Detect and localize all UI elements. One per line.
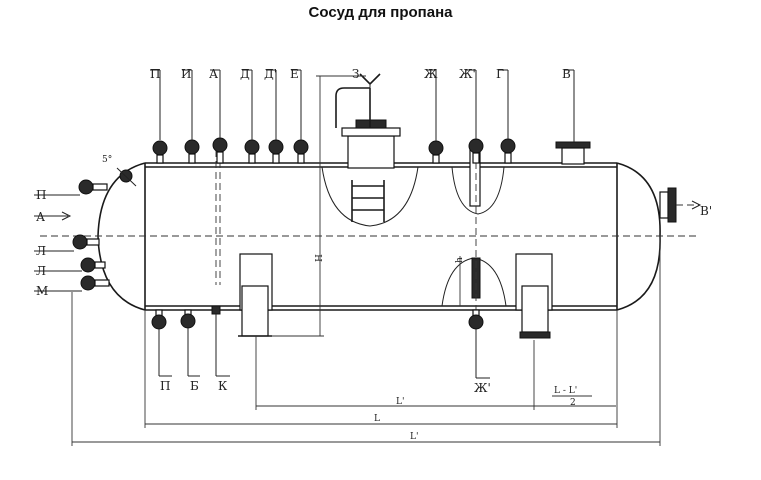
nozzle-top-zh1 (428, 140, 444, 164)
label-dim-lmain: L (374, 414, 380, 424)
left-leaders (34, 194, 82, 292)
label-top-zh2: Ж' (459, 67, 476, 81)
label-left-m: М (36, 284, 48, 298)
label-left-p: П (36, 188, 46, 202)
label-angle: 5° (102, 155, 112, 165)
label-top-zh1: Ж (424, 67, 438, 81)
nozzle-bot-b (180, 309, 196, 329)
label-top-i: И (181, 67, 191, 81)
saddle-support-left (238, 253, 273, 337)
diagram-title: Сосуд для пропана (308, 4, 453, 21)
label-bot-p: П (160, 379, 170, 393)
nozzle-top-p (152, 140, 168, 164)
nozzle-top-v (555, 141, 591, 165)
label-top-d2: Д' (264, 67, 277, 81)
label-height: H (315, 254, 325, 262)
label-left-l2: Л (36, 264, 46, 278)
nozzle-left-l1 (72, 234, 100, 250)
label-top-z: З (352, 67, 359, 81)
bottom-nozzles (151, 305, 484, 330)
labels: П И А Д Д' Е З Ж Ж' Г В П А Л Л М В' 5° … (36, 67, 712, 442)
label-dim-half-den: 2 (570, 398, 576, 408)
nozzle-top-a (212, 137, 228, 164)
label-bot-b: Б (190, 379, 199, 393)
ladder (351, 180, 385, 222)
vessel-body (97, 162, 661, 311)
saddle-support-right (515, 253, 553, 339)
level-gauge-section (441, 140, 507, 330)
label-bot-k: К (218, 379, 228, 393)
label-top-g: Г (496, 67, 504, 81)
label-left-l1: Л (36, 244, 46, 258)
nozzle-left-l2 (80, 257, 106, 273)
label-top-d1: Д (240, 67, 250, 81)
nozzle-left-m (80, 275, 110, 291)
nozzle-bot-p (151, 309, 167, 330)
label-top-v: В (562, 67, 571, 81)
top-nozzles (152, 137, 591, 165)
top-leaders (150, 69, 575, 142)
label-top-a: А (209, 67, 218, 81)
label-small-h: h (455, 257, 465, 263)
label-top-e: Е (290, 67, 299, 81)
nozzle-top-e (293, 139, 309, 164)
nozzle-bot-k (211, 305, 221, 315)
nozzle-top-g (500, 138, 516, 164)
nozzle-top-d2 (268, 139, 284, 164)
label-top-p: П (150, 67, 160, 81)
label-dim-ltotal: L' (410, 432, 418, 442)
angled-nozzle (116, 167, 137, 187)
nozzle-top-zh2 (468, 138, 484, 164)
nozzle-bot-zh (468, 309, 484, 330)
nozzle-top-d1 (244, 139, 260, 164)
nozzle-left-p (78, 179, 108, 195)
bottom-leaders (158, 314, 490, 379)
length-dimensions (71, 236, 661, 446)
nozzle-right-v (659, 187, 702, 223)
nozzle-top-i (184, 139, 200, 164)
label-bot-zh: Ж' (474, 381, 491, 395)
height-dimension (272, 75, 461, 337)
manhole (321, 73, 419, 227)
label-right-v: В' (700, 204, 712, 218)
label-dim-half: L - L' (554, 386, 577, 396)
label-dim-l: L' (396, 397, 404, 407)
label-left-a: А (36, 210, 45, 224)
left-nozzles (72, 167, 137, 291)
